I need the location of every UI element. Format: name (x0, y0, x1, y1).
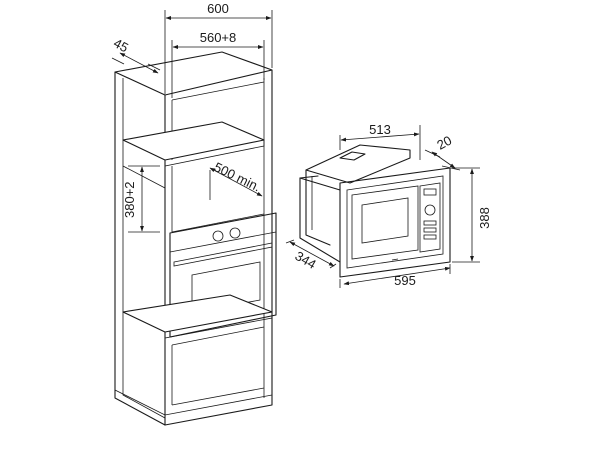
microwave-width-label: 595 (394, 273, 416, 288)
oven-knob-left-icon (212, 230, 224, 242)
microwave-side-depth-line (289, 241, 335, 267)
microwave-button-icon (423, 234, 437, 240)
microwave-button-icon (423, 227, 437, 233)
microwave-dimensions: 513 20 388 595 344 (285, 122, 492, 288)
microwave-width-line (343, 266, 451, 286)
microwave-grip-icon (339, 151, 366, 161)
tall-cabinet (114, 51, 277, 426)
niche-height-label: 380+2 (122, 181, 137, 218)
niche-depth-line (209, 167, 263, 197)
microwave-height-label: 388 (477, 207, 492, 229)
microwave-frame-depth-label: 20 (434, 133, 454, 153)
cabinet-inner-width-label: 560+8 (200, 30, 237, 45)
microwave-top-depth-label: 513 (369, 122, 391, 137)
microwave-top-depth-line (340, 132, 420, 142)
cabinet-dimensions: 600 560+8 45 380+2 500 min. (111, 1, 273, 233)
built-in-microwave (299, 144, 451, 278)
microwave-side-depth-label: 344 (292, 248, 318, 272)
cabinet-depth-label: 45 (111, 35, 131, 55)
microwave-button-icon (423, 220, 437, 226)
cabinet-width-label: 600 (207, 1, 229, 16)
microwave-display-icon (423, 188, 437, 196)
cabinet-depth-line (119, 52, 159, 74)
oven-knob-right-icon (229, 227, 241, 239)
microwave-dial-icon (424, 204, 436, 216)
microwave-frame-depth-line (431, 151, 456, 169)
niche-depth-label: 500 min. (212, 159, 263, 194)
